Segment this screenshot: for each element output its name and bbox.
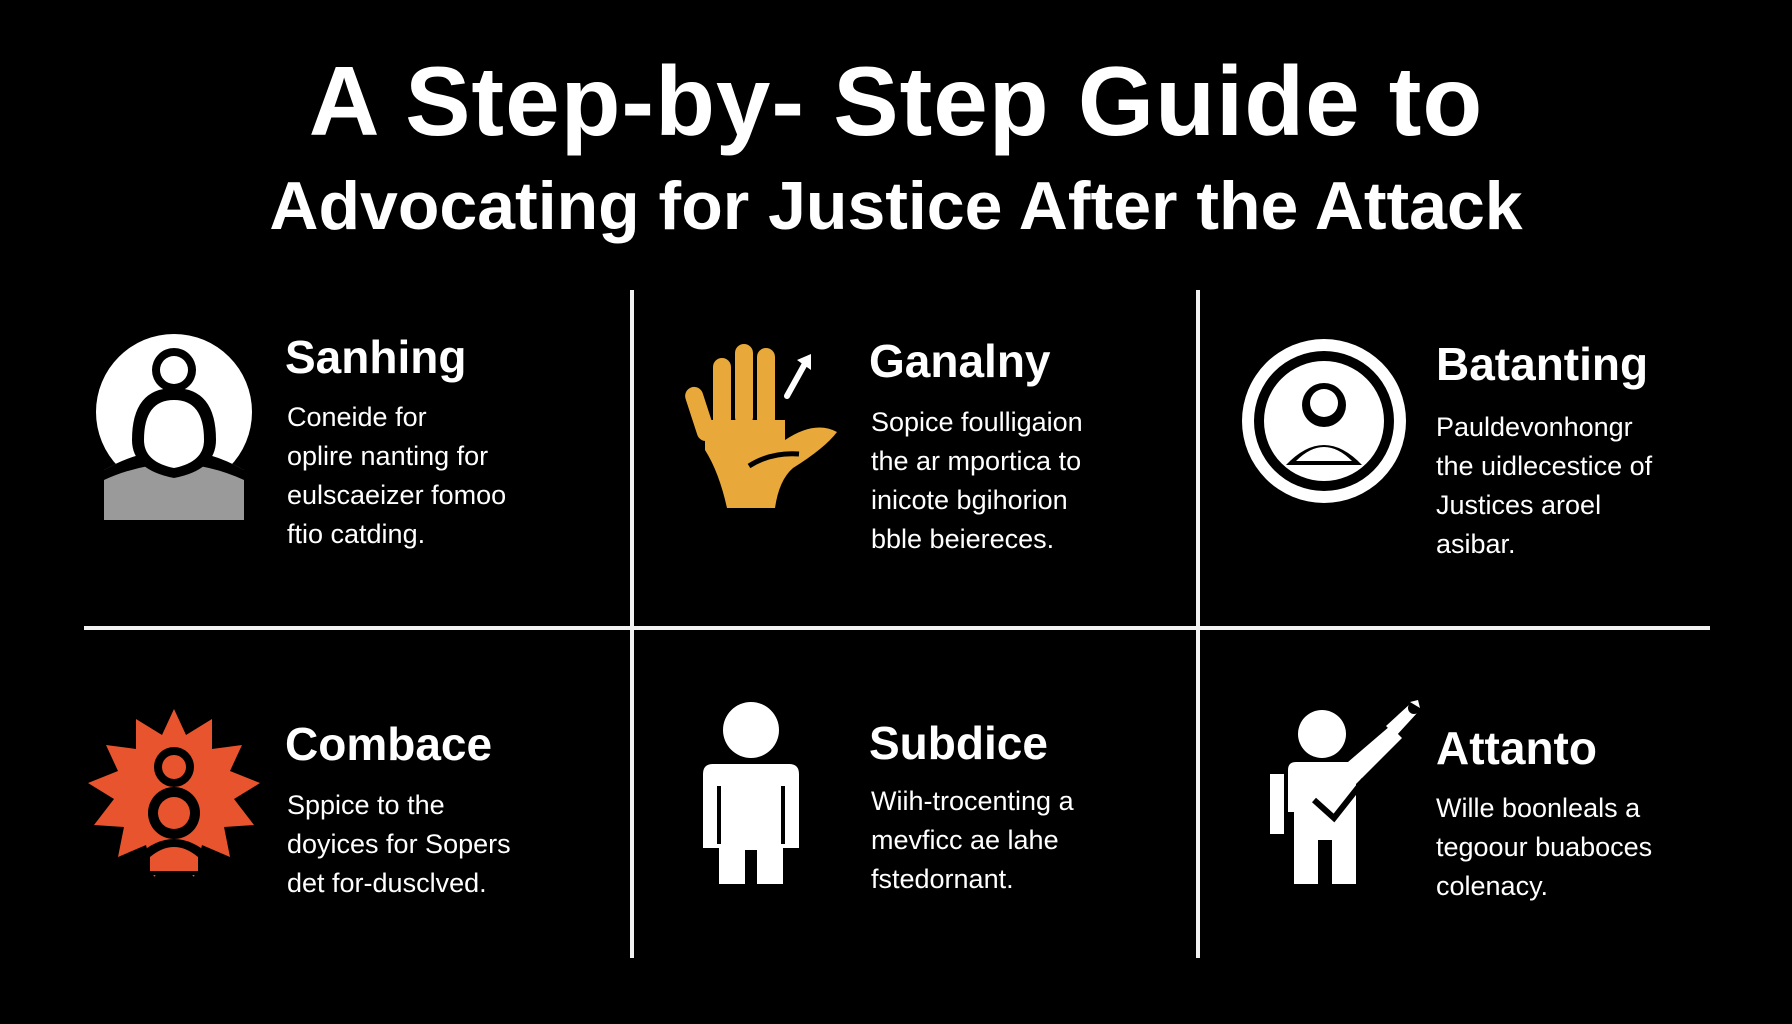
step-card-1: Sanhing Coneide for oplire nanting for e… xyxy=(84,300,644,620)
step-5-title: Subdice xyxy=(869,717,1048,769)
grid-divider-horizontal xyxy=(84,626,1710,630)
step-card-3: Batanting Pauldevonhongr the uidlecestic… xyxy=(1226,300,1786,620)
standing-person-icon xyxy=(695,700,885,890)
step-6-description: Wille boonleals a tegoour buaboces colen… xyxy=(1436,793,1653,901)
step-card-6: Attanto Wille boonleals a tegoour buaboc… xyxy=(1226,700,1786,1020)
burst-people-icon xyxy=(84,705,274,895)
grid-divider-vertical-left xyxy=(630,290,634,958)
person-in-circle-icon xyxy=(84,330,274,520)
step-4-description: Sppice to the doyices for Sopers det for… xyxy=(287,790,511,898)
title-line-1: A Step-by- Step Guide to xyxy=(308,46,1484,156)
grid-divider-vertical-right xyxy=(1196,290,1200,958)
person-raising-torch-icon xyxy=(1256,700,1446,890)
step-1-title: Sanhing xyxy=(285,331,467,383)
step-2-description: Sopice foulligaion the ar mportica to in… xyxy=(871,407,1083,554)
step-card-4: Combace Sppice to the doyices for Sopers… xyxy=(84,700,644,1020)
title-line-2: Advocating for Justice After the Attack xyxy=(269,168,1523,244)
step-card-2: Ganalny Sopice foulligaion the ar mporti… xyxy=(660,300,1220,620)
step-5-description: Wiih-trocenting a mevficc ae lahe fstedo… xyxy=(871,786,1074,894)
person-in-ring-icon xyxy=(1236,335,1426,525)
step-3-description: Pauldevonhongr the uidlecestice of Justi… xyxy=(1436,412,1653,559)
step-4-title: Combace xyxy=(285,718,493,770)
step-1-description: Coneide for oplire nanting for eulscaeiz… xyxy=(287,402,507,549)
step-3-title: Batanting xyxy=(1436,338,1649,390)
step-card-5: Subdice Wiih-trocenting a mevficc ae lah… xyxy=(660,700,1220,1020)
step-2-title: Ganalny xyxy=(869,335,1051,387)
step-6-title: Attanto xyxy=(1436,722,1597,774)
raised-hand-icon xyxy=(675,340,865,530)
